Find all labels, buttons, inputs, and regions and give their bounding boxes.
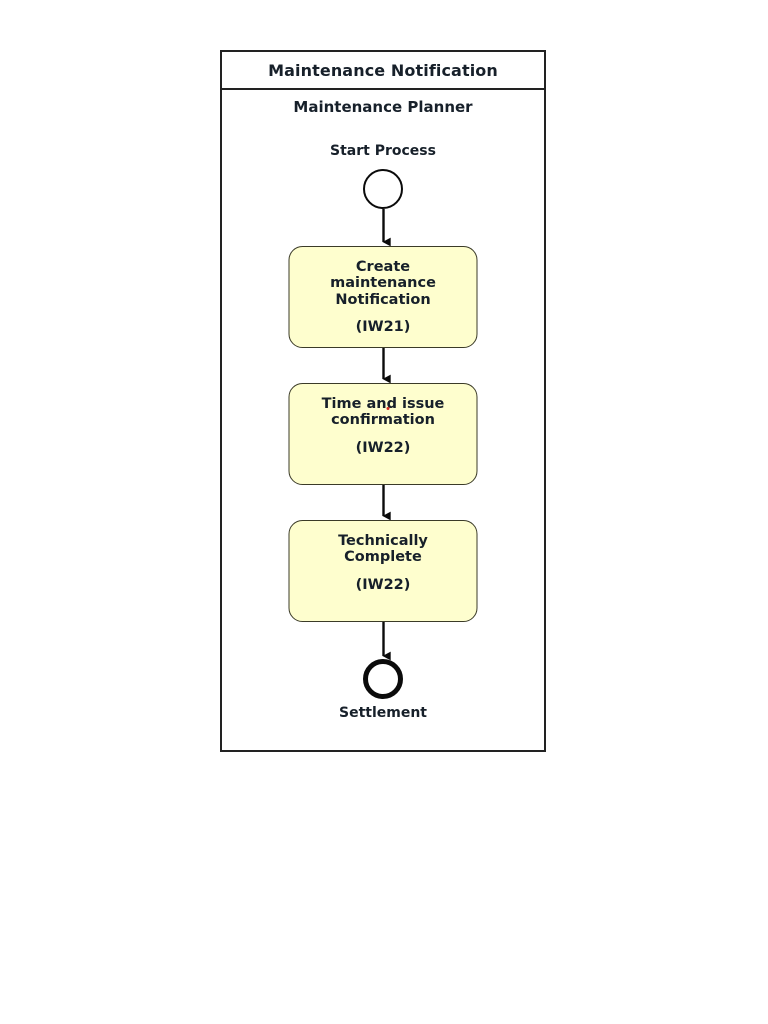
diagram-title-bar: Maintenance Notification <box>222 52 544 90</box>
red-speck-artifact <box>386 407 390 410</box>
flow-canvas: Start Process Create maintenance Notific… <box>222 52 544 750</box>
end-node-caption: Settlement <box>339 705 427 721</box>
swimlane-label: Maintenance Planner <box>293 98 473 116</box>
activity-title: Time and issue confirmation <box>321 396 445 429</box>
activity-transaction-code: (IW22) <box>355 439 411 456</box>
activity-node-create-maintenance-notification[interactable]: Create maintenance Notification (IW21) <box>288 246 478 348</box>
activity-node-time-and-issue-confirmation[interactable]: Time and issue confirmation (IW22) <box>288 383 478 485</box>
activity-diagram-frame: Maintenance Notification Maintenance Pla… <box>220 50 546 752</box>
activity-node-technically-complete[interactable]: Technically Complete (IW22) <box>288 520 478 622</box>
end-node[interactable] <box>363 659 403 699</box>
start-node-caption: Start Process <box>330 143 436 159</box>
activity-title: Technically Complete <box>338 533 428 566</box>
activity-title: Create maintenance Notification <box>330 259 436 308</box>
start-node[interactable] <box>363 169 403 209</box>
activity-transaction-code: (IW22) <box>355 576 411 593</box>
activity-transaction-code: (IW21) <box>355 319 411 336</box>
page-title: Maintenance Notification <box>268 60 498 80</box>
